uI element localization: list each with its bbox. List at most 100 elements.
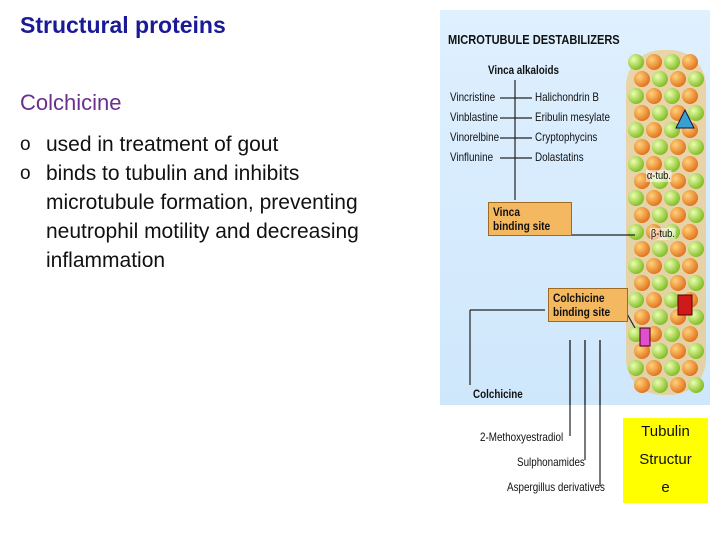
tubulin-subunit: [646, 190, 662, 206]
tubulin-subunit: [688, 173, 704, 189]
microtubule-cylinder: [626, 50, 706, 395]
tubulin-subunit: [682, 88, 698, 104]
tubulin-subunit: [652, 71, 668, 87]
tubulin-subunit: [634, 105, 650, 121]
caption-line: Tubulin: [641, 423, 690, 440]
tubulin-subunit: [688, 207, 704, 223]
microtubule-diagram: [469, 50, 706, 405]
tubulin-subunit: [634, 139, 650, 155]
tubulin-structure-caption: Tubulin Structur e: [623, 418, 708, 503]
tubulin-subunit: [682, 54, 698, 70]
tubulin-subunit: [688, 71, 704, 87]
tubulin-subunit: [646, 258, 662, 274]
right-drug: Cryptophycins: [535, 130, 598, 144]
tubulin-subunit: [670, 71, 686, 87]
tubulin-subunit: [634, 71, 650, 87]
tubulin-subunit: [688, 139, 704, 155]
tubulin-subunit: [670, 377, 686, 393]
tubulin-subunit: [670, 207, 686, 223]
tubulin-subunit: [646, 88, 662, 104]
tubulin-subunit: [628, 156, 644, 172]
tubulin-subunit: [628, 360, 644, 376]
right-drug: Eribulin mesylate: [535, 110, 610, 124]
colchicine-ligand-marker: [677, 294, 693, 316]
tubulin-subunit: [628, 224, 644, 240]
bullet-marker: o: [20, 163, 31, 184]
tubulin-subunit: [634, 241, 650, 257]
bullet-text: binds to tubulin and inhibits microtubul…: [46, 162, 359, 272]
caption-line: e: [661, 479, 670, 496]
tubulin-subunit: [652, 139, 668, 155]
tubulin-subunit: [664, 360, 680, 376]
tubulin-subunit: [670, 139, 686, 155]
left-drug: Vinblastine: [450, 110, 498, 124]
tubulin-subunit: [628, 54, 644, 70]
beta-tubulin-label: β-tub.: [650, 228, 676, 240]
bullet-item: o binds to tubulin and inhibits microtub…: [20, 159, 400, 275]
tubulin-subunit: [646, 292, 662, 308]
tubulin-subunit: [628, 292, 644, 308]
tubulin-subunit: [652, 207, 668, 223]
bullet-list: o used in treatment of gout o binds to t…: [20, 130, 400, 275]
tubulin-subunit: [646, 122, 662, 138]
tubulin-subunit: [670, 343, 686, 359]
tubulin-subunit: [646, 54, 662, 70]
lower-drug: Aspergillus derivatives: [507, 480, 605, 494]
right-drug: Dolastatins: [535, 150, 584, 164]
tubulin-subunit: [652, 275, 668, 291]
bullet-item: o used in treatment of gout: [20, 130, 400, 159]
tubulin-subunit: [634, 207, 650, 223]
tubulin-subunit: [682, 190, 698, 206]
tubulin-subunit: [634, 343, 650, 359]
tubulin-subunit: [652, 377, 668, 393]
colchicine-bound-marker: [639, 327, 651, 347]
lower-drug: 2-Methoxyestradiol: [480, 430, 564, 444]
right-drug: Halichondrin B: [535, 90, 599, 104]
bullet-text: used in treatment of gout: [46, 133, 279, 156]
alpha-tubulin-label: α-tub.: [646, 170, 672, 182]
lower-connector-lines: [569, 340, 601, 486]
tubulin-subunit: [628, 258, 644, 274]
tubulin-subunit: [682, 224, 698, 240]
tubulin-subunit: [652, 309, 668, 325]
tubulin-subunit: [682, 360, 698, 376]
caption-line: Structur: [639, 451, 692, 468]
tubulin-subunit: [628, 122, 644, 138]
tubulin-subunit: [664, 326, 680, 342]
tubulin-subunit: [688, 377, 704, 393]
tubulin-subunit: [634, 377, 650, 393]
figure-title: MICROTUBULE DESTABILIZERS: [448, 32, 620, 47]
tubulin-subunit: [688, 343, 704, 359]
tubulin-subunit: [664, 122, 680, 138]
vinca-ligand-marker: [675, 108, 695, 129]
tubulin-subunit: [664, 54, 680, 70]
slide-title: Structural proteins: [20, 12, 226, 38]
tubulin-subunit: [628, 190, 644, 206]
tubulin-subunit: [664, 190, 680, 206]
tubulin-subunit: [652, 241, 668, 257]
bullet-marker: o: [20, 134, 31, 155]
tubulin-subunit: [688, 241, 704, 257]
tubulin-subunit: [664, 88, 680, 104]
tubulin-subunit: [664, 258, 680, 274]
tubulin-subunit: [628, 88, 644, 104]
tubulin-subunit: [682, 258, 698, 274]
tubulin-subunit: [670, 173, 686, 189]
tubulin-subunit: [652, 105, 668, 121]
colchicine-label: Colchicine: [473, 387, 523, 401]
tubulin-subunit: [634, 309, 650, 325]
tubulin-subunit: [664, 156, 680, 172]
slide-subtitle: Colchicine: [20, 90, 122, 115]
tubulin-subunit: [688, 105, 704, 121]
left-drug: Vinflunine: [450, 150, 494, 164]
tubulin-subunit: [682, 326, 698, 342]
left-drug: Vinorelbine: [450, 130, 500, 144]
tubulin-subunit: [664, 292, 680, 308]
lower-drug: Sulphonamides: [517, 455, 585, 469]
tubulin-subunit: [670, 275, 686, 291]
tubulin-subunit: [634, 275, 650, 291]
colchicine-binding-site: Colchicine binding site: [548, 288, 628, 322]
tubulin-subunit: [646, 360, 662, 376]
tubulin-subunit: [688, 275, 704, 291]
tubulin-subunit: [646, 156, 662, 172]
